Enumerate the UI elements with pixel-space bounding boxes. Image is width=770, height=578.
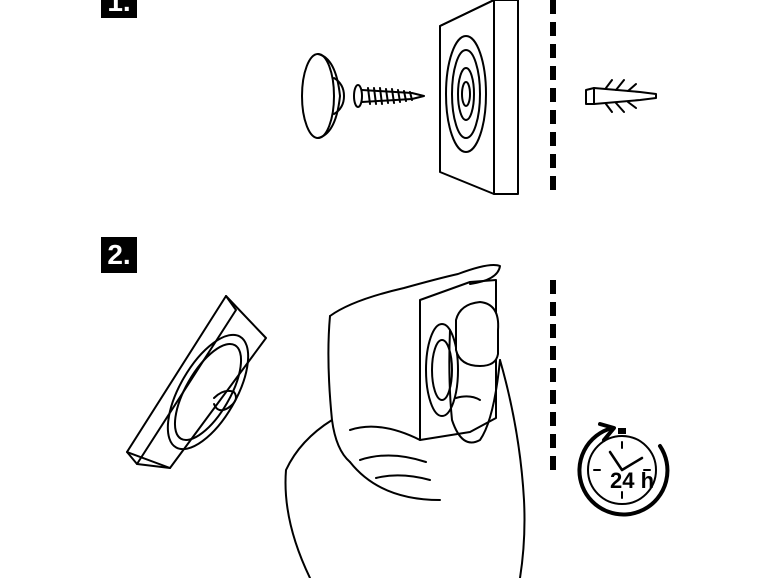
hand — [284, 264, 526, 578]
wall-anchor — [585, 79, 657, 113]
cure-time-label: 24 h — [610, 468, 654, 493]
cover-cap — [301, 53, 345, 139]
adhesive-plate — [126, 295, 267, 469]
screw — [353, 84, 425, 108]
clock-24h-icon — [577, 422, 670, 517]
step-1-badge: 1. — [101, 0, 137, 18]
step-2-badge: 2. — [101, 237, 137, 273]
mounting-plate — [439, 0, 519, 195]
